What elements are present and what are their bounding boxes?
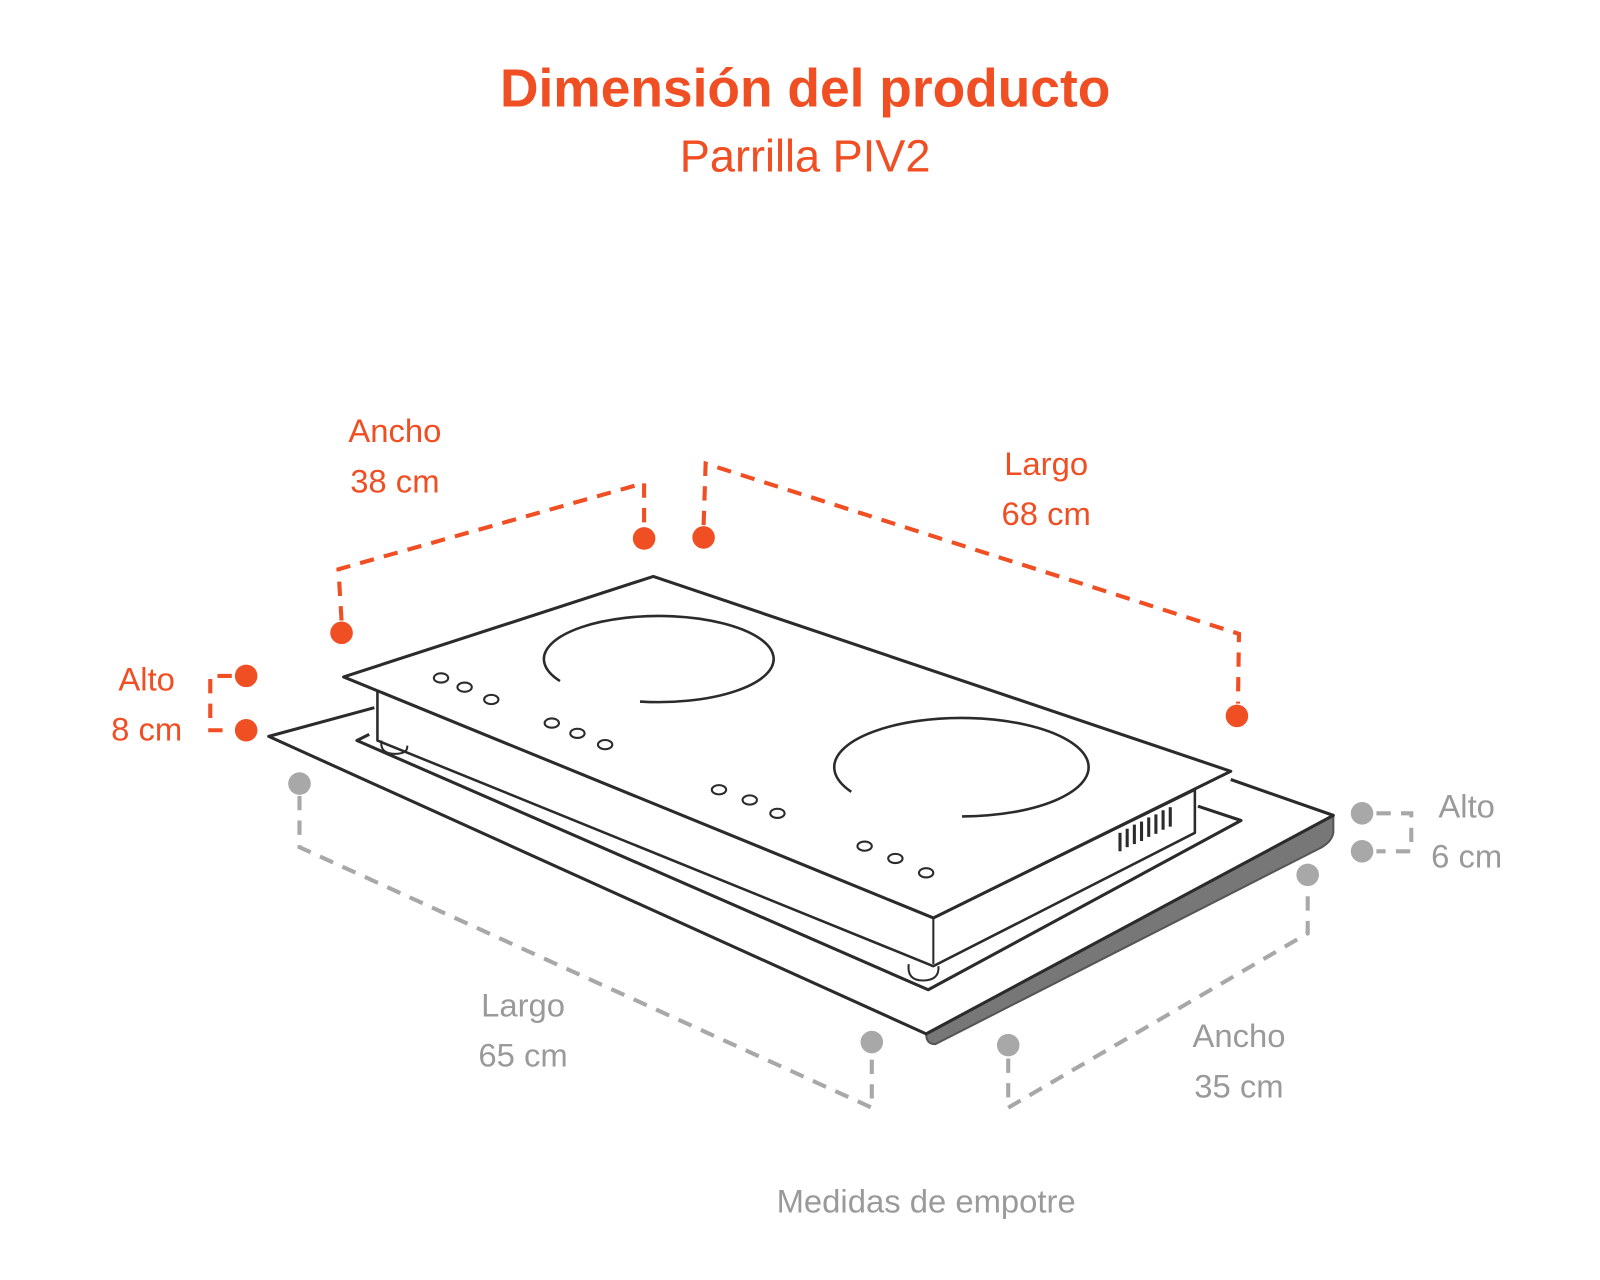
cutout-alto-label: Alto [1438, 787, 1495, 824]
cutout-dimension-lines [297, 795, 1414, 1112]
subtitle: Parrilla PIV2 [680, 130, 931, 181]
cutout-ancho-label: Ancho [1192, 1017, 1285, 1054]
vent-slots [1118, 807, 1172, 852]
cutout-alto-value: 6 cm [1431, 838, 1502, 875]
ancho-value: 38 cm [350, 462, 439, 499]
largo-value: 68 cm [1001, 495, 1090, 532]
product-dimension-labels: Ancho 38 cm Largo 68 cm Alto 8 cm [111, 412, 1091, 747]
largo-label: Largo [1004, 445, 1088, 482]
title: Dimensión del producto [500, 60, 1110, 119]
cutout-largo-value: 65 cm [478, 1037, 567, 1074]
caption: Medidas de empotre [777, 1182, 1076, 1219]
cooktop [342, 574, 1233, 982]
foot [907, 963, 940, 982]
cutout-largo-label: Largo [481, 986, 565, 1023]
cutout-dimension-markers [288, 772, 1374, 1057]
ancho-label: Ancho [348, 412, 441, 449]
alto-value: 8 cm [111, 711, 182, 748]
alto-label: Alto [118, 660, 175, 697]
product-dimension-lines [208, 460, 1242, 733]
burner-right [832, 716, 1090, 818]
control-buttons [432, 672, 935, 879]
cutout-ancho-value: 35 cm [1194, 1067, 1283, 1104]
burner-left [542, 614, 775, 704]
countertop-plate [267, 706, 1335, 1046]
cutout-dimension-labels: Largo 65 cm Ancho 35 cm Alto 6 cm [478, 787, 1502, 1104]
foot [380, 740, 409, 755]
product-dimension-markers [234, 526, 1249, 742]
